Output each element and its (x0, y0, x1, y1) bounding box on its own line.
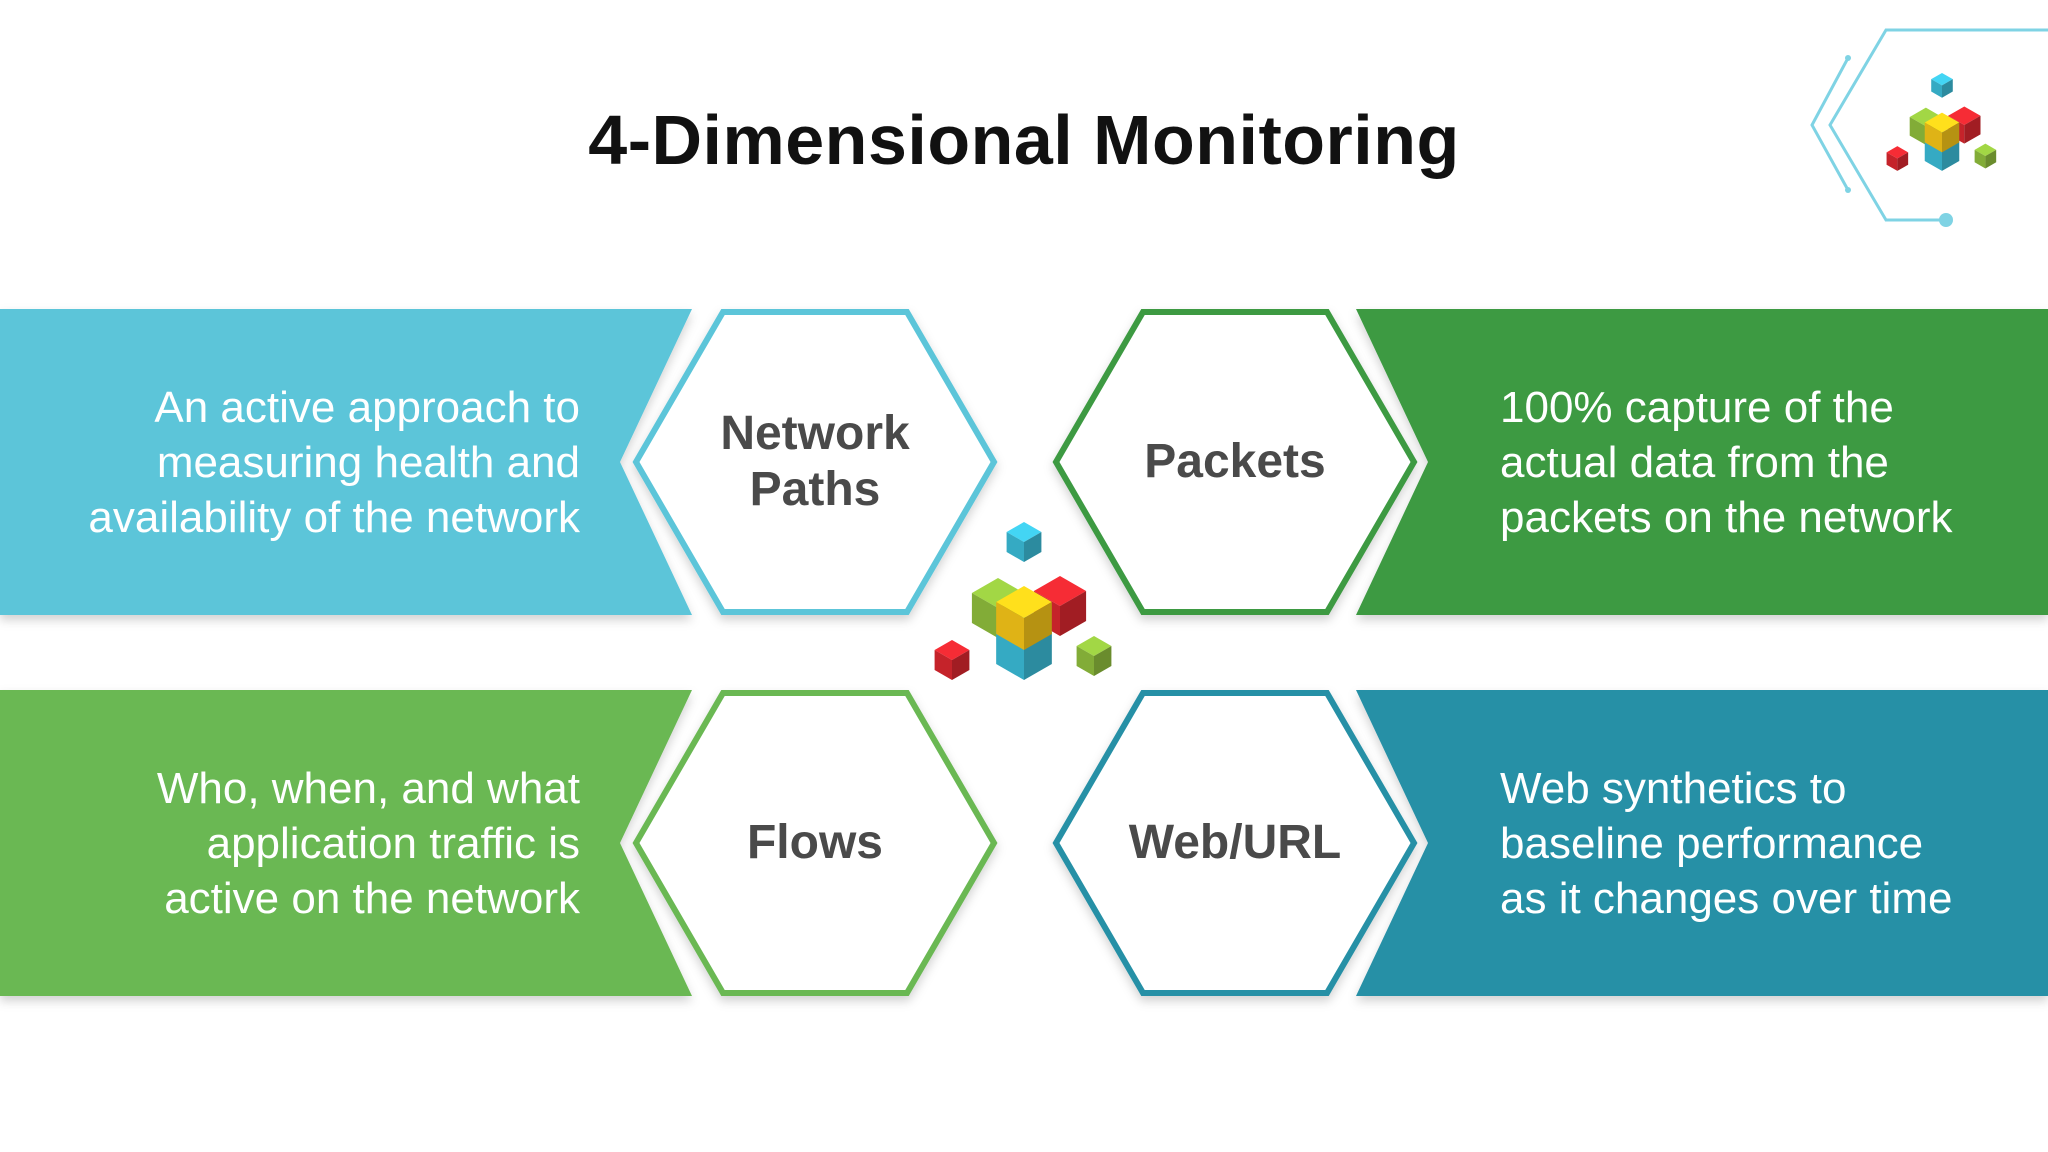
description-flows: Who, when, and what application traffic … (157, 761, 580, 926)
hexagon-label-line: Web/URL (1128, 816, 1342, 869)
cube-face (1924, 122, 1942, 153)
hexagon-flows (632, 690, 998, 996)
cube-face (1931, 72, 1953, 86)
hexagon-label-line: Paths (749, 463, 881, 516)
logo-dot-icon (1939, 213, 1953, 227)
cube-face (1024, 602, 1052, 650)
cube-face (1024, 632, 1052, 680)
description-line: active on the network (164, 874, 580, 923)
banner-web-url (1356, 690, 2048, 996)
cube-face (1948, 106, 1981, 126)
description-line: application traffic is (206, 819, 580, 868)
hexagon-label-web-url: Web/URL (1105, 815, 1365, 871)
banner-packets (1356, 309, 2048, 615)
description-line: as it changes over time (1500, 874, 1953, 923)
page-title: 4-Dimensional Monitoring (588, 101, 1460, 179)
cube-face (1942, 79, 1953, 98)
description-line: actual data from the (1500, 438, 1889, 487)
cube-face (1985, 149, 1997, 169)
cube-face (1974, 143, 1997, 157)
cube-face (1076, 636, 1112, 656)
cube-face (1006, 532, 1024, 562)
cube-face (1942, 122, 1960, 153)
hexagon-label-line: Network (720, 407, 910, 460)
cube-face (1076, 646, 1094, 676)
hexagon-label-packets: Packets (1105, 434, 1365, 490)
description-line: An active approach to (154, 383, 580, 432)
cube-face (996, 602, 1024, 650)
cube-face (1033, 576, 1087, 606)
cube-face (1897, 152, 1909, 171)
cube-face (971, 593, 998, 638)
cube-face (1886, 152, 1898, 171)
cube-face (996, 586, 1052, 618)
description-line: Who, when, and what (156, 764, 580, 813)
logo-cube-cluster-icon (1886, 72, 1997, 171)
cube-face (1094, 646, 1112, 676)
cube-face (1886, 146, 1909, 159)
hexagon-network-paths (632, 309, 998, 615)
cube-face (1931, 79, 1942, 98)
description-web-url: Web synthetics to baseline performance a… (1500, 761, 1952, 926)
description-packets: 100% capture of the actual data from the… (1500, 380, 1952, 545)
banner-flows (0, 690, 692, 996)
cube-face (952, 650, 970, 680)
description-line: measuring health and (156, 438, 580, 487)
description-line: baseline performance (1500, 819, 1924, 868)
cube-face (1060, 591, 1087, 636)
description-line: packets on the network (1500, 493, 1953, 542)
hexagon-label-line: Packets (1144, 435, 1326, 488)
hexagon-label-network-paths: Network Paths (685, 406, 945, 518)
description-line: Web synthetics to (1500, 764, 1847, 813)
cube-face (1974, 149, 1986, 169)
cube-cluster-icon (934, 522, 1112, 680)
logo-dot-small-icon (1845, 55, 1851, 61)
cube-face (1964, 115, 1981, 144)
logo-dot-small-icon (1845, 187, 1851, 193)
cube-face (1024, 532, 1042, 562)
hexagon-packets (1052, 309, 1418, 615)
description-line: availability of the network (88, 493, 580, 542)
description-line: 100% capture of the (1500, 383, 1894, 432)
banner-network-paths (0, 309, 692, 615)
hexagon-web-url (1052, 690, 1418, 996)
cube-face (1909, 116, 1926, 145)
hexagon-label-flows: Flows (685, 815, 945, 871)
cube-face (934, 650, 952, 680)
hexagon-label-line: Flows (746, 816, 883, 869)
description-network-paths: An active approach to measuring health a… (88, 380, 580, 545)
